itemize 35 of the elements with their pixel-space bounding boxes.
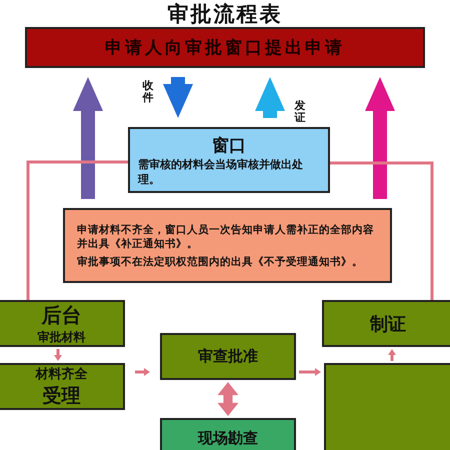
process-box xyxy=(324,363,450,450)
notice-text: 申请材料不齐全，窗口人员一次告知申请人需补正的全部内容并出具《补正通知书》。 xyxy=(77,222,375,250)
connector-line xyxy=(330,162,434,300)
box-text: 申请人向审批窗口提出申请 xyxy=(105,37,345,59)
arrow xyxy=(54,349,62,361)
arrow xyxy=(299,368,321,376)
connector-line xyxy=(26,160,128,300)
arrow xyxy=(135,368,150,376)
box-text: 现场勘查 xyxy=(198,428,258,448)
box-text: 审批材料 xyxy=(38,328,86,346)
box-heading: 窗口 xyxy=(212,134,246,156)
notice-text: 审批事项不在法定职权范围内的出具《不予受理通知书》。 xyxy=(77,254,364,268)
arrow xyxy=(388,349,396,361)
box-text: 材料齐全 xyxy=(36,366,88,382)
edge-label: 发证 xyxy=(294,100,306,124)
process-box xyxy=(322,300,450,347)
process-box xyxy=(0,363,125,410)
block-arrow xyxy=(73,77,103,199)
edge-label: 收件 xyxy=(142,80,154,104)
block-arrow xyxy=(365,77,395,199)
process-box xyxy=(160,418,296,450)
box-text: 需审核的材料会当场审核并做出处理。 xyxy=(138,156,304,186)
title: 审批流程表 xyxy=(166,2,284,26)
process-box xyxy=(0,300,125,347)
block-arrow xyxy=(218,382,238,416)
block-arrow xyxy=(255,77,285,118)
block-arrow xyxy=(163,77,193,118)
request-banner xyxy=(25,27,425,68)
notice-box xyxy=(63,208,392,283)
box-text: 审查批准 xyxy=(198,347,258,366)
process-box xyxy=(160,333,296,380)
box-text: 制证 xyxy=(370,312,406,336)
box-heading: 受理 xyxy=(42,384,80,408)
window-box xyxy=(128,127,330,193)
box-heading: 后台 xyxy=(42,302,82,328)
